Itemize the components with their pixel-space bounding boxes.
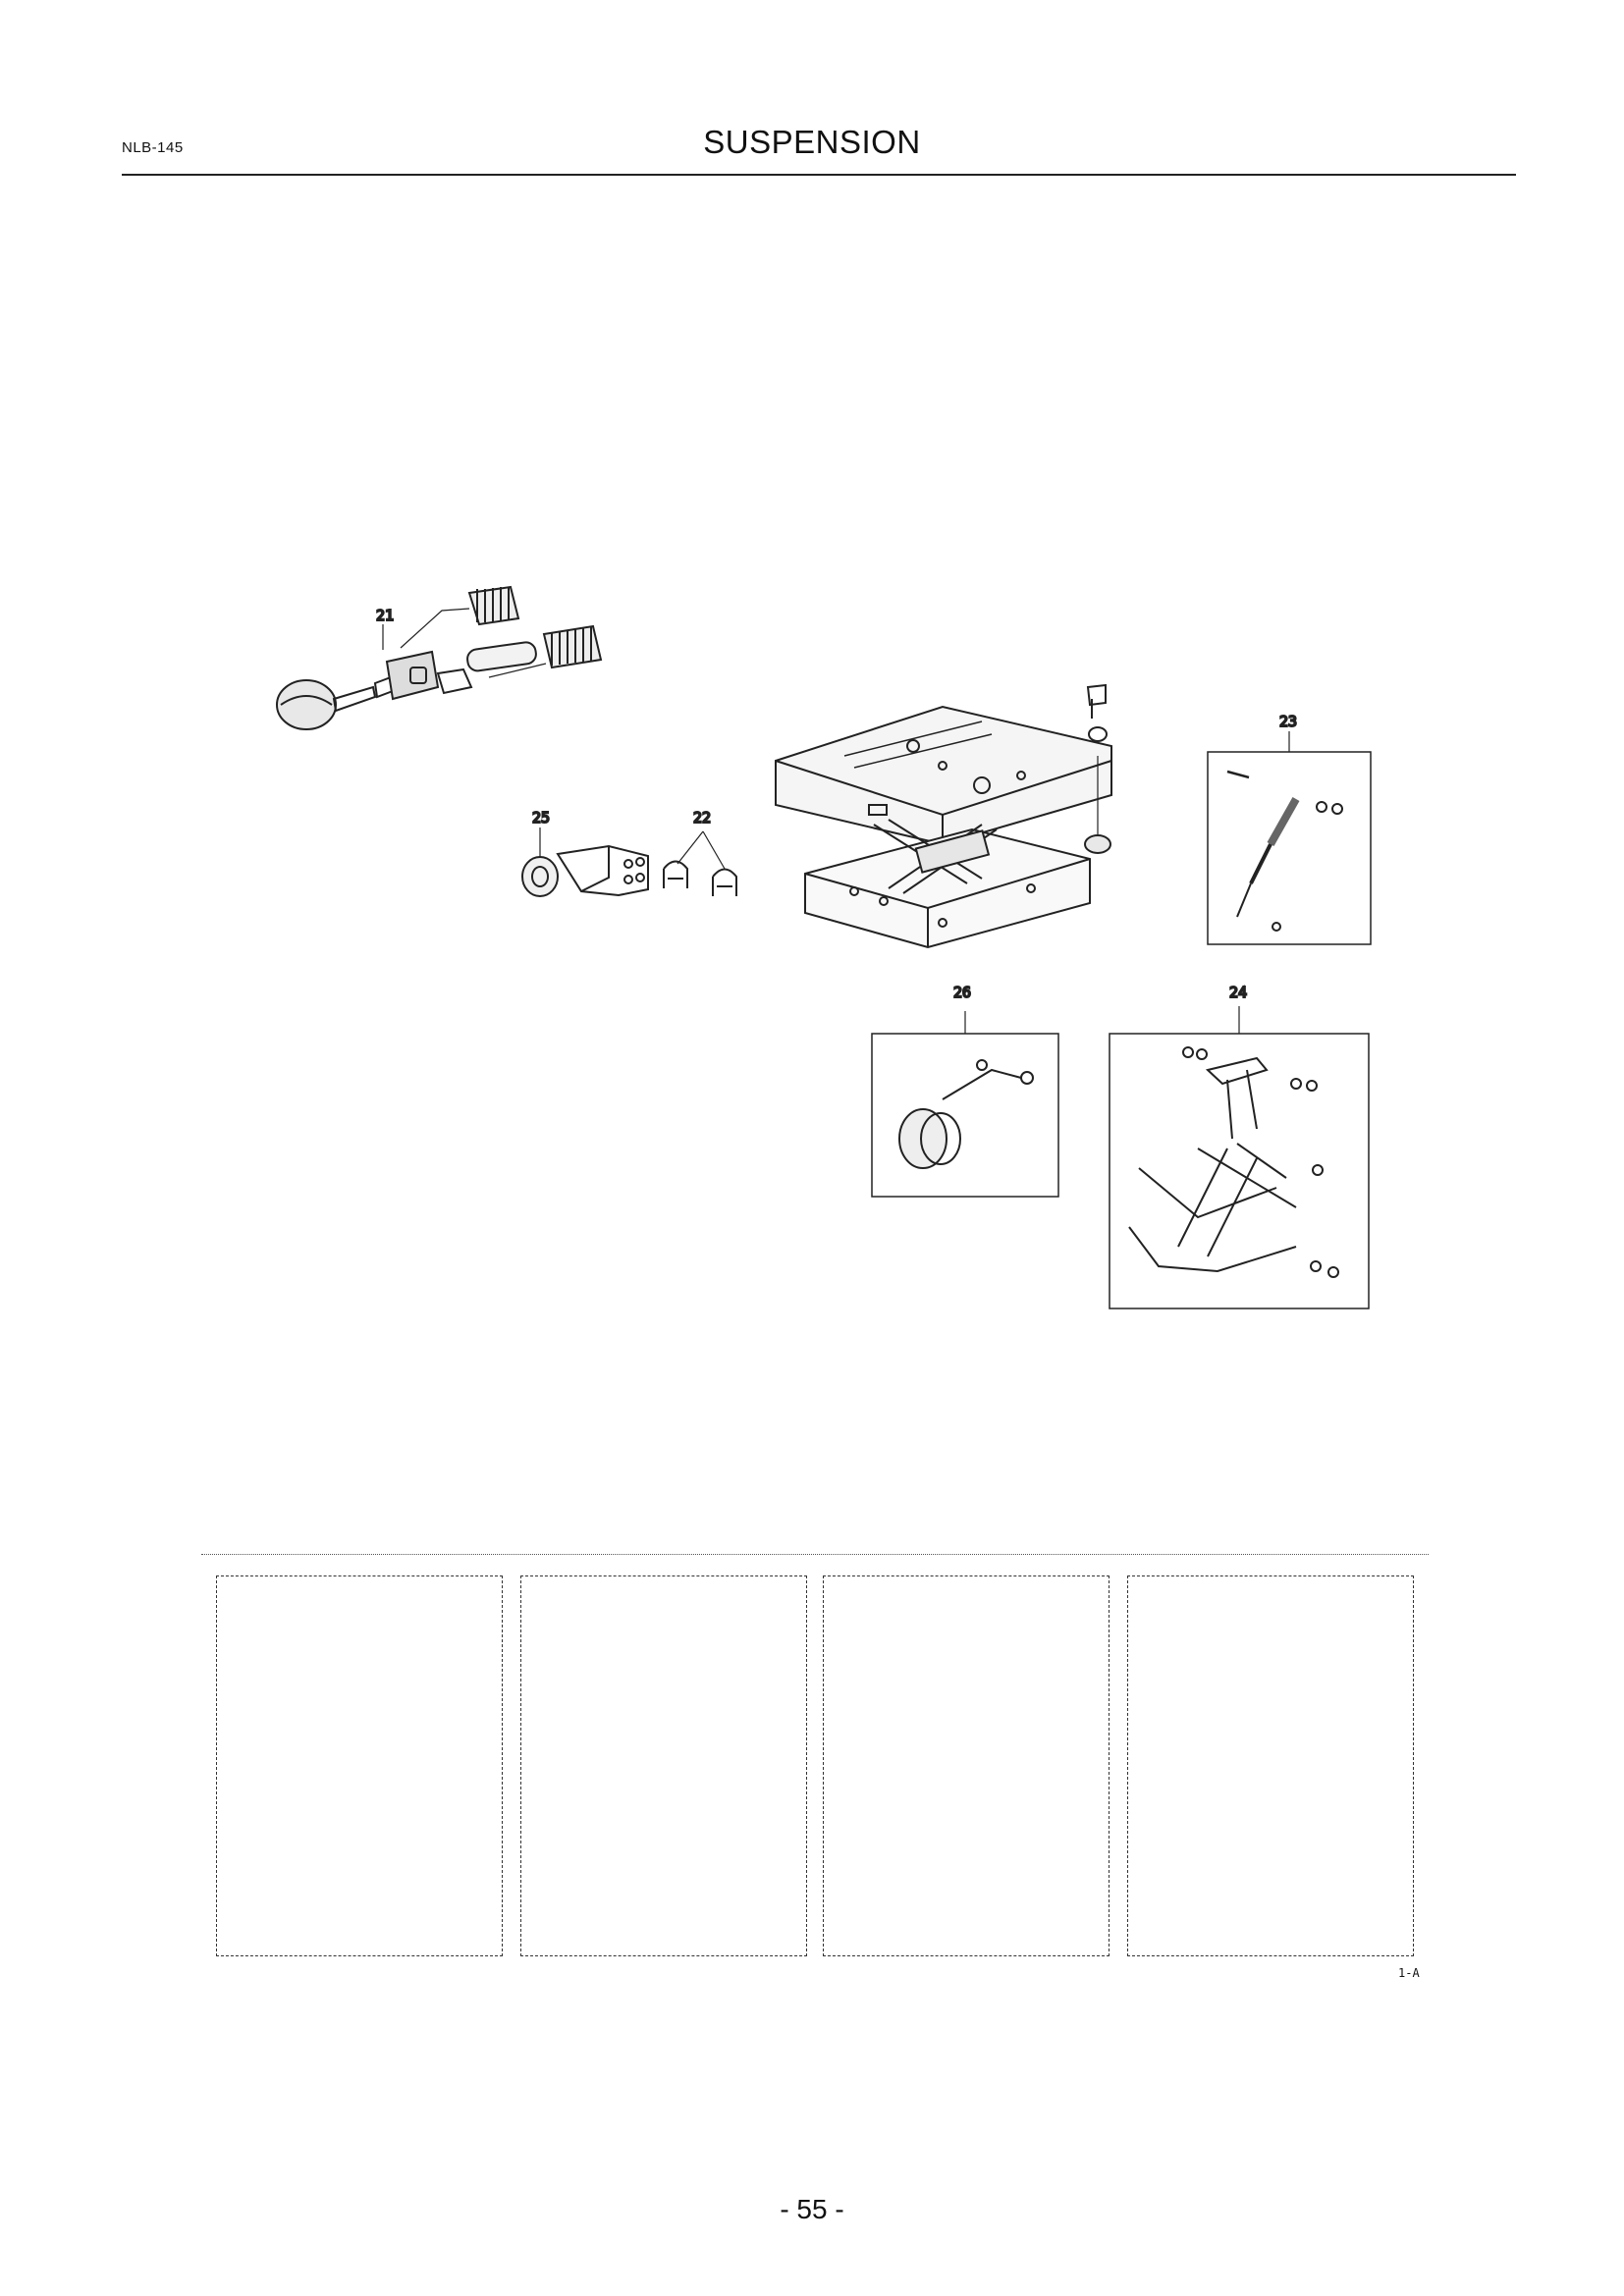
part-26-sensor (898, 1059, 1034, 1169)
part-22-clips (663, 830, 737, 896)
callout-23: 23 (1279, 713, 1297, 730)
exploded-parts-diagram: 21 25 22 (276, 585, 1372, 1309)
page-title: SUSPENSION (703, 124, 921, 160)
empty-slot-2 (520, 1575, 807, 1956)
callout-26: 26 (953, 984, 971, 1001)
part-25-bracket (521, 828, 649, 897)
part-24-scissor-linkage (1128, 1046, 1339, 1278)
callout-24: 24 (1229, 984, 1247, 1001)
page-number: - 55 - (780, 2194, 844, 2224)
part-24-box (1109, 1033, 1370, 1309)
part-23-box (1207, 751, 1372, 945)
empty-slot-4 (1127, 1575, 1414, 1956)
callout-21: 21 (376, 607, 394, 624)
empty-slot-3 (823, 1575, 1110, 1956)
main-suspension-frame (775, 683, 1112, 949)
part-23-shock-absorber (1226, 770, 1343, 932)
section-divider (201, 1554, 1429, 1555)
empty-slot-1 (216, 1575, 503, 1956)
slot-code: 1-A (1398, 1966, 1420, 1980)
part-26-box (871, 1033, 1059, 1198)
callout-25: 25 (532, 809, 550, 827)
part-21-lever-assembly (276, 585, 603, 730)
callout-22: 22 (693, 809, 711, 827)
document-code: NLB-145 (122, 139, 184, 156)
title-underline (122, 174, 1516, 176)
